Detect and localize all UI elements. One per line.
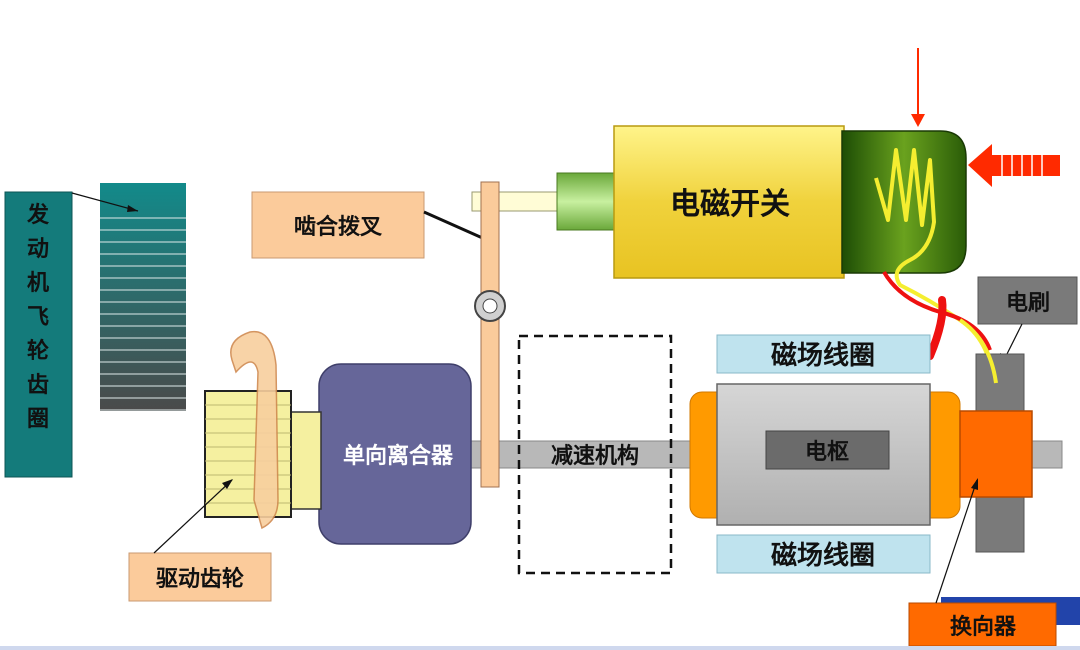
plunger — [556, 172, 615, 231]
reduction-mechanism-label: 减速机构 — [551, 443, 639, 469]
drive-gear-label: 驱动齿轮 — [128, 552, 272, 602]
field-coil-label-bottom: 磁场线圈 — [716, 534, 931, 574]
reduction-mechanism-box — [517, 334, 673, 575]
brush-label-text: 电刷 — [1006, 290, 1050, 316]
flywheel-ring-label-text: 发动机飞轮齿圈 — [26, 202, 50, 432]
current-arrow-down-head — [911, 114, 925, 127]
engagement-fork-label: 啮合拨叉 — [251, 191, 425, 259]
ring-gear-leader-line — [71, 192, 139, 212]
drive-gear-leader-arrowhead — [222, 479, 233, 489]
engagement-fork-label-text: 啮合拨叉 — [294, 214, 382, 240]
rotation-arrow — [230, 330, 279, 530]
field-coil-label-top: 磁场线圈 — [716, 334, 931, 374]
brush-label: 电刷 — [977, 276, 1078, 325]
solenoid-switch: 电磁开关 — [613, 125, 845, 279]
brush-wire-end — [958, 318, 998, 384]
bottom-bar — [0, 646, 1080, 650]
field-coil-label-bottom-text: 磁场线圈 — [771, 540, 875, 571]
drive-gear-leader-line — [153, 479, 233, 554]
commutator-label: 换向器 — [908, 597, 1080, 647]
commutator-leader-line — [935, 479, 978, 604]
ring-gear-leader-arrowhead — [127, 205, 138, 212]
fork-leader-line — [423, 210, 488, 242]
solenoid-switch-label: 电磁开关 — [670, 187, 790, 222]
drive-gear-label-text: 驱动齿轮 — [156, 566, 244, 592]
red-wire-loop — [926, 296, 947, 360]
commutator-label-text: 换向器 — [950, 614, 1017, 640]
flywheel-ring-gear — [100, 183, 186, 411]
current-arrow-left — [968, 144, 1060, 187]
one-way-clutch-label: 单向离合器 — [343, 443, 454, 469]
armature-label: 电枢 — [805, 439, 849, 465]
armature-core — [765, 430, 890, 470]
fork-pivot-hole — [482, 298, 498, 314]
engagement-fork-lever — [480, 181, 500, 488]
commutator-leader-arrowhead — [971, 478, 978, 490]
flywheel-ring-label: 发动机飞轮齿圈 — [4, 191, 73, 478]
field-coil-label-top-text: 磁场线圈 — [771, 340, 875, 371]
commutator — [959, 410, 1033, 498]
